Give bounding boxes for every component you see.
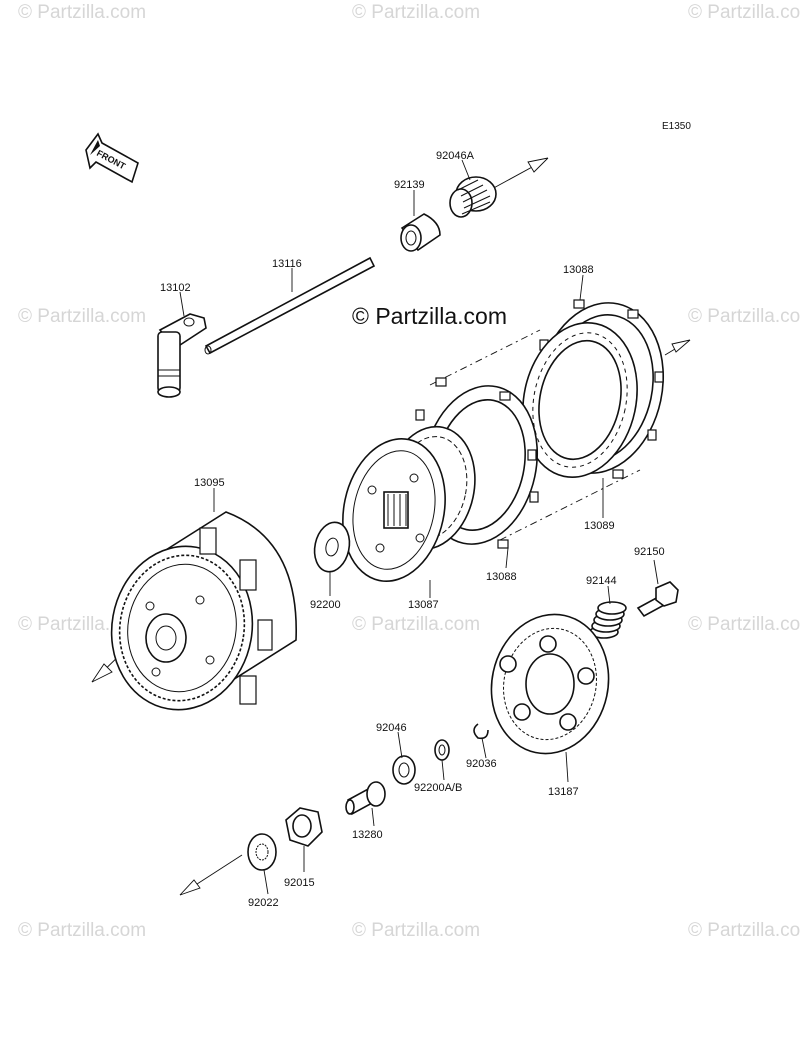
watermark-center: © Partzilla.com — [352, 303, 507, 329]
pusher-13280[interactable] — [345, 781, 386, 816]
part-label-13102[interactable]: 13102 — [160, 282, 191, 294]
bolt-92150[interactable] — [636, 581, 679, 618]
part-label-92200[interactable]: 92200 — [310, 599, 341, 611]
part-label-13088-bottom[interactable]: 13088 — [486, 571, 517, 583]
part-label-92144[interactable]: 92144 — [586, 575, 617, 587]
part-label-92150[interactable]: 92150 — [634, 546, 665, 558]
clutch-housing-13095[interactable] — [99, 511, 297, 721]
part-label-13095[interactable]: 13095 — [194, 477, 225, 489]
watermark-layer: © Partzilla.com © Partzilla.com © Partzi… — [18, 2, 800, 941]
part-label-13280[interactable]: 13280 — [352, 829, 383, 841]
watermark: © Partzilla.com — [688, 614, 800, 635]
collar-92139[interactable] — [400, 213, 441, 252]
nut-92015[interactable] — [285, 807, 323, 847]
part-label-13088-top[interactable]: 13088 — [563, 264, 594, 276]
needle-bearing-92046A[interactable] — [449, 176, 497, 218]
washer-92022[interactable] — [247, 833, 277, 871]
part-label-92022[interactable]: 92022 — [248, 897, 279, 909]
spring-92144[interactable] — [589, 601, 627, 639]
part-label-92046[interactable]: 92046 — [376, 722, 407, 734]
watermark: © Partzilla.com — [352, 614, 480, 635]
release-shaft-13102[interactable] — [157, 313, 207, 398]
watermark: © Partzilla.com — [688, 920, 800, 941]
watermark: © Partzilla.com — [688, 2, 800, 23]
steel-plate-13089[interactable] — [509, 312, 651, 488]
watermark: © Partzilla.com — [18, 920, 146, 941]
part-label-92046A[interactable]: 92046A — [436, 150, 475, 162]
watermark: © Partzilla.com — [18, 2, 146, 23]
part-label-92036[interactable]: 92036 — [466, 758, 497, 770]
part-label-13089[interactable]: 13089 — [584, 520, 615, 532]
watermark: © Partzilla.com — [352, 920, 480, 941]
part-label-13116[interactable]: 13116 — [272, 258, 302, 270]
washer-92200AB[interactable] — [434, 739, 450, 761]
bearing-92046[interactable] — [392, 755, 416, 785]
part-labels: 92046A 92139 13116 13102 13088 13089 130… — [160, 150, 665, 909]
front-arrow-icon: FRONT — [85, 132, 139, 184]
clutch-hub-13087[interactable] — [330, 418, 486, 591]
pressure-plate-13187[interactable] — [479, 603, 622, 764]
watermark: © Partzilla.com — [688, 306, 800, 327]
part-label-92139[interactable]: 92139 — [394, 179, 425, 191]
part-label-92015[interactable]: 92015 — [284, 877, 315, 889]
part-label-13087[interactable]: 13087 — [408, 599, 439, 611]
leader-lines — [179, 159, 659, 895]
washer-92200[interactable] — [310, 519, 354, 575]
circlip-92036[interactable] — [473, 723, 489, 740]
watermark: © Partzilla.com — [352, 2, 480, 23]
watermark: © Partzilla.com — [18, 306, 146, 327]
push-rod-13116[interactable] — [204, 256, 376, 355]
part-label-13187[interactable]: 13187 — [548, 786, 579, 798]
part-label-92200AB[interactable]: 92200A/B — [414, 782, 462, 794]
diagram-code: E1350 — [662, 121, 691, 132]
